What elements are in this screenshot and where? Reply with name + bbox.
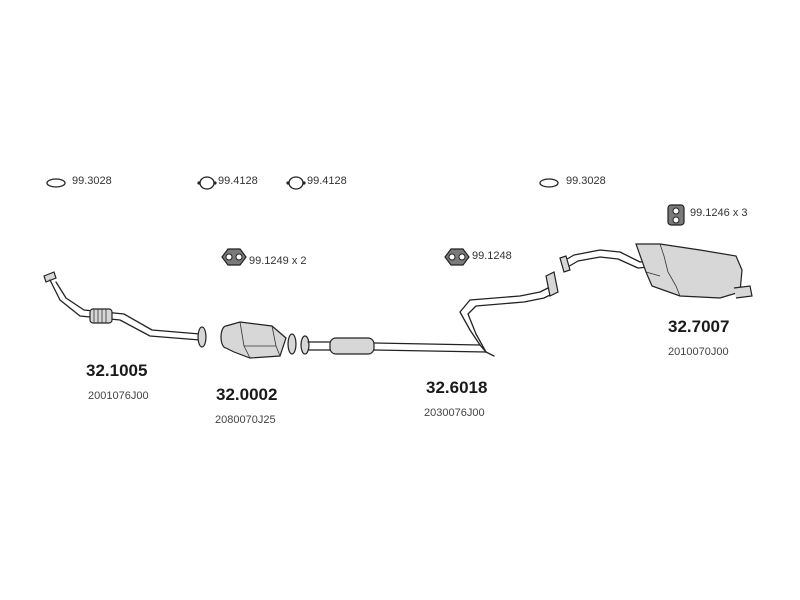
gasket-flange-icon: [197, 176, 217, 190]
part-number: 32.1005: [86, 361, 148, 380]
catalytic-converter-icon: [220, 321, 297, 359]
oem-number: 2080070J25: [215, 414, 276, 426]
gasket-ring-icon: [46, 178, 66, 188]
hardware-label: 99.4128: [307, 175, 347, 187]
gasket-ring-icon: [539, 178, 559, 188]
oem-number: 2001076J00: [88, 390, 149, 402]
hardware-label: 99.3028: [72, 175, 112, 187]
gasket-flange-icon: [286, 176, 306, 190]
rubber-hanger-icon: [667, 204, 685, 226]
part-number: 32.0002: [216, 385, 278, 404]
hardware-label: 99.1249 x 2: [249, 255, 307, 267]
part-number: 32.7007: [668, 317, 730, 336]
hardware-label: 99.1248: [472, 250, 512, 262]
part-number: 32.6018: [426, 378, 488, 397]
rubber-mount-icon: [444, 248, 470, 266]
rear-muffler-icon: [559, 243, 753, 299]
oem-number: 2010070J00: [668, 346, 729, 358]
hardware-label: 99.1246 x 3: [690, 207, 748, 219]
rubber-mount-icon: [221, 248, 247, 266]
front-pipe-icon: [43, 271, 207, 348]
center-pipe-icon: [300, 271, 559, 357]
hardware-label: 99.4128: [218, 175, 258, 187]
hardware-label: 99.3028: [566, 175, 606, 187]
oem-number: 2030076J00: [424, 407, 485, 419]
